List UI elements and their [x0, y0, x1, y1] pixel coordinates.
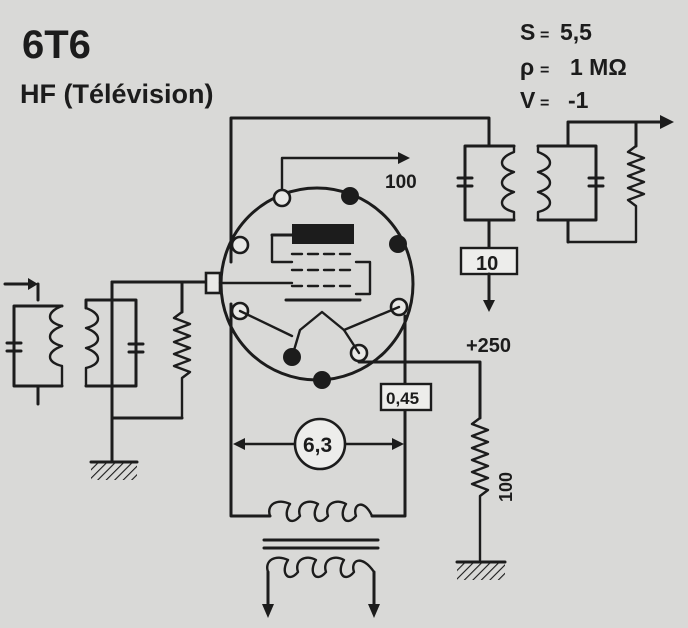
- cathode-ground-icon: [457, 562, 505, 580]
- pin-solid: [341, 187, 359, 205]
- grid-leak-resistor: [172, 310, 192, 420]
- spec-eq-v: =: [540, 95, 549, 112]
- plate-wire: [229, 116, 491, 264]
- tube-grids: [290, 252, 358, 288]
- screen-arrow-head: [398, 152, 410, 164]
- heater-voltage-label: 6,3: [303, 434, 332, 457]
- resistor-box-10-label: 10: [476, 253, 498, 275]
- resistor-box-045: [379, 382, 433, 412]
- spec-eq-rho: =: [540, 62, 549, 79]
- pin-hollow: [230, 235, 250, 255]
- pin-solid: [313, 371, 331, 389]
- spec-block: S = 5,5 ρ = 1 MΩ V = -1: [520, 19, 627, 113]
- tube-subtitle: HF (Télévision): [20, 79, 214, 109]
- tube-name: 6T6: [22, 23, 91, 67]
- plate-supply-label: +250: [466, 335, 511, 357]
- resistor-box-045-label: 0,45: [386, 389, 419, 408]
- screen-out-label: 100: [385, 172, 417, 193]
- spec-eq-s: =: [540, 27, 549, 44]
- spec-value-v: -1: [568, 87, 589, 113]
- plate-tank-capacitor: [456, 176, 474, 188]
- output-capacitor: [587, 176, 605, 188]
- input-secondary-capacitor: [127, 342, 145, 354]
- output-secondary-coil: [536, 144, 552, 222]
- heater-primary-coil: [266, 556, 376, 579]
- input-tank-capacitor: [5, 341, 23, 353]
- cathode-resistor: [470, 416, 490, 562]
- mains-arrow-right: [368, 604, 380, 618]
- pin-hollow: [272, 188, 292, 208]
- output-arrow-head: [660, 115, 674, 129]
- load-resistor: [566, 144, 646, 244]
- pin-solid: [389, 235, 407, 253]
- spec-symbol-rho: ρ: [520, 54, 534, 80]
- input-secondary-coil: [84, 306, 100, 388]
- spec-value-s: 5,5: [560, 19, 592, 45]
- input-transformer: [3, 278, 210, 480]
- input-primary-coil: [48, 304, 64, 388]
- supply-arrow-head: [483, 300, 495, 312]
- tube-plate: [292, 224, 354, 244]
- heater-voltage-badge: [293, 417, 347, 471]
- input-ground-icon: [91, 462, 137, 480]
- heater-circuit: 0,45 100 6,3: [229, 302, 516, 618]
- heater-secondary-coil: [268, 500, 374, 523]
- cathode-resistor-label: 100: [496, 472, 516, 502]
- mains-arrow-left: [262, 604, 274, 618]
- spec-value-rho: 1 MΩ: [570, 54, 627, 80]
- tube-6t6: 100: [204, 116, 491, 389]
- output-transformer: 10 +250: [456, 115, 674, 357]
- spec-symbol-s: S: [520, 19, 535, 45]
- plate-coil: [500, 144, 516, 222]
- tube-filament: [290, 310, 361, 359]
- input-arrow-head: [28, 278, 38, 290]
- heater-core: [262, 538, 380, 550]
- resistor-box-10: [459, 246, 519, 276]
- grid-cap: [204, 271, 222, 295]
- spec-symbol-v: V: [520, 87, 536, 113]
